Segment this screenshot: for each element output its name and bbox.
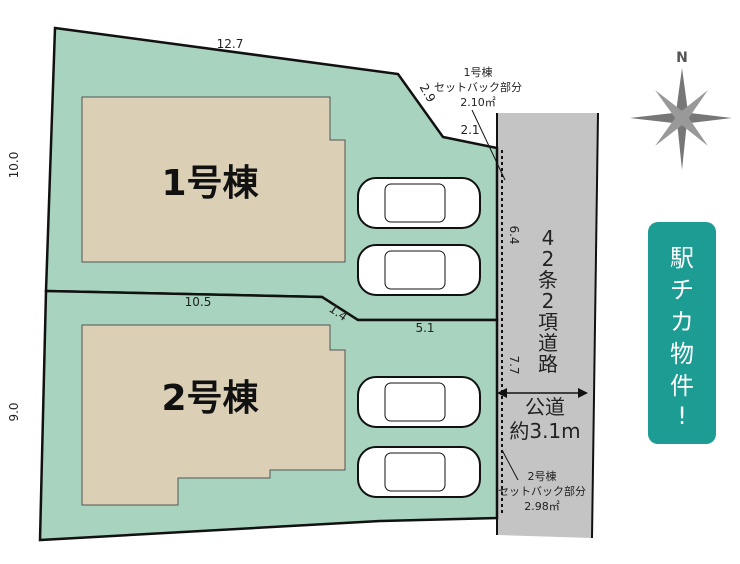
road-type-label: 4 2 条 2 項 道 路 (538, 226, 558, 376)
dim-corner-short: 2.1 (460, 123, 479, 137)
svg-text:2: 2 (542, 247, 555, 271)
building-2-label: 2号棟 (161, 378, 259, 419)
svg-text:4: 4 (542, 226, 555, 250)
svg-text:条: 条 (538, 268, 558, 292)
compass-icon: N (630, 50, 732, 170)
road-public-label: 公道 (525, 395, 565, 419)
setback-2-title: 2号棟 (528, 469, 557, 483)
setback-2-area: 2.98㎡ (524, 500, 560, 513)
dim-left-lower: 9.0 (7, 402, 21, 421)
svg-text:2: 2 (542, 289, 555, 313)
svg-text:物: 物 (670, 340, 694, 368)
road-width-label: 約3.1m (509, 419, 580, 443)
parking-car-icon (357, 244, 481, 296)
setback-1-area: 2.10㎡ (460, 96, 496, 109)
dim-top: 12.7 (217, 37, 244, 51)
building-1-label: 1号棟 (161, 163, 259, 204)
parking-car-icon (357, 376, 481, 428)
dim-left-upper: 10.0 (7, 152, 21, 179)
svg-text:道: 道 (538, 331, 558, 355)
parking-car-icon (357, 446, 481, 498)
svg-text:件: 件 (670, 372, 694, 400)
svg-text:チ: チ (670, 276, 694, 304)
setback-2-label: セットバック部分 (498, 484, 586, 498)
dim-divider-right: 5.1 (415, 321, 434, 335)
svg-text:駅: 駅 (670, 244, 694, 272)
svg-text:カ: カ (670, 308, 694, 336)
dim-right-upper: 6.4 (507, 225, 521, 244)
svg-text:N: N (676, 50, 688, 66)
dim-divider-left: 10.5 (185, 295, 212, 309)
building-1 (81, 96, 346, 263)
dim-right-lower: 7.7 (507, 355, 521, 374)
svg-text:!: ! (677, 402, 687, 430)
svg-text:項: 項 (538, 310, 558, 334)
road-area (497, 113, 598, 538)
building-2 (81, 324, 346, 506)
parking-car-icon (357, 177, 481, 229)
station-near-badge: 駅 チ カ 物 件 ! (648, 222, 716, 444)
setback-1-label: セットバック部分 (434, 80, 522, 94)
svg-text:路: 路 (538, 352, 558, 376)
setback-1-title: 1号棟 (464, 65, 493, 79)
